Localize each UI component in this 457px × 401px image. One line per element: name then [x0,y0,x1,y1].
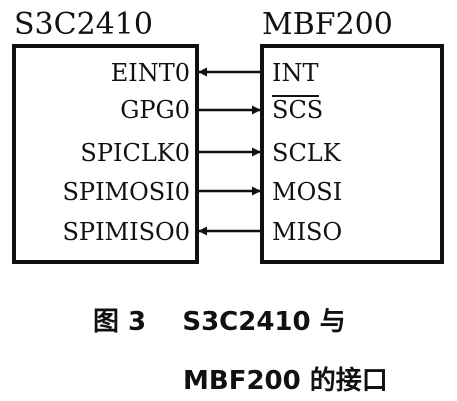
figure-caption-line2: MBF200 的接口 [183,365,388,396]
pin-miso: MISO [272,218,342,246]
pin-spimosi0: SPIMOSI0 [62,178,190,206]
s3c2410-box [12,44,199,264]
pin-sclk: SCLK [272,139,342,167]
pin-spimiso0: SPIMISO0 [62,218,190,246]
mbf200-title: MBF200 [262,7,393,42]
pin-spiclk0: SPICLK0 [80,139,190,167]
s3c2410-title: S3C2410 [14,7,153,42]
figure-caption-line1: 图 3 S3C2410 与 [93,307,346,337]
pin-gpg0: GPG0 [120,96,190,124]
pin-eint0: EINT0 [111,59,190,87]
mbf200-box [260,44,444,264]
pin-int: INT [272,59,319,87]
pin-mosi: MOSI [272,178,342,206]
pin-scs: SCS [272,96,323,124]
